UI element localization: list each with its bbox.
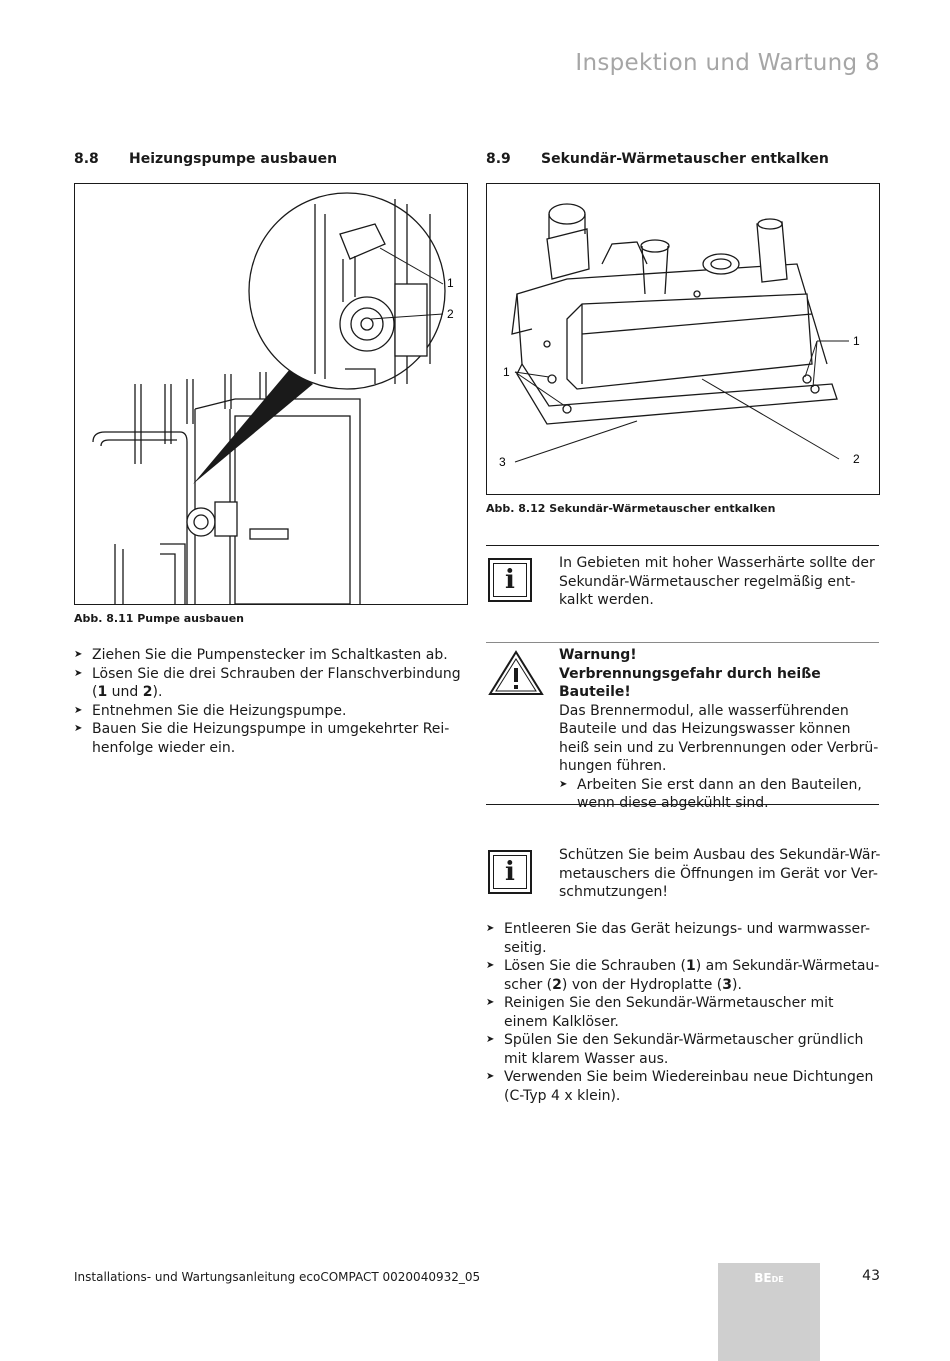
figure-label-1-left: 1 — [503, 365, 510, 379]
warning-triangle-icon — [488, 650, 544, 700]
list-item: Lösen Sie die drei Schrauben der Flansch… — [74, 665, 464, 702]
section-number: 8.8 — [74, 151, 99, 167]
divider — [486, 545, 879, 546]
figure-label-2: 2 — [447, 307, 454, 321]
divider — [486, 804, 879, 805]
steps-list-exchanger: Entleeren Sie das Gerät heizungs- und wa… — [486, 920, 880, 1105]
warning-block: Warnung! Verbrennungsgefahr durch heiße … — [559, 646, 881, 813]
figure-caption-8-12: Abb. 8.12 Sekundär-Wärmetauscher entkalk… — [486, 502, 776, 515]
figure-label-3: 3 — [499, 455, 506, 469]
list-item: Ziehen Sie die Pumpenstecker im Schaltka… — [74, 646, 464, 665]
warning-text: Das Brennermodul, alle wasserführenden B… — [559, 702, 879, 775]
figure-label-1: 1 — [447, 276, 454, 290]
figure-heat-exchanger: 1 1 2 3 — [486, 183, 880, 495]
info-note-protect: Schützen Sie beim Ausbau des Sekundär-Wä… — [559, 847, 881, 900]
info-icon: i — [488, 558, 532, 602]
section-heading-8-9: 8.9 Sekundär-Wärmetauscher entkalken — [486, 151, 829, 167]
warning-steps: Arbeiten Sie erst dann an den Bauteilen,… — [559, 776, 881, 813]
list-item: Entnehmen Sie die Heizungspumpe. — [74, 702, 464, 721]
info-icon: i — [488, 850, 532, 894]
section-title: Sekundär-Wärmetauscher entkalken — [541, 151, 829, 167]
list-item: Arbeiten Sie erst dann an den Bauteilen,… — [559, 776, 881, 813]
list-item: Lösen Sie die Schrauben (1) am Sekundär-… — [486, 957, 880, 994]
list-item: Verwenden Sie beim Wiedereinbau neue Dic… — [486, 1068, 880, 1105]
warning-title: Warnung! — [559, 647, 637, 663]
language-tab: BEDE — [718, 1263, 820, 1361]
steps-list-pump: Ziehen Sie die Pumpenstecker im Schaltka… — [74, 646, 464, 757]
section-title: Heizungspumpe ausbauen — [129, 151, 338, 167]
info-note-hardness: In Gebieten mit hoher Wasserhärte sollte… — [559, 555, 875, 608]
warning-subtitle: Verbrennungsgefahr durch heiße Bauteile! — [559, 665, 821, 701]
section-heading-8-8: 8.8 Heizungspumpe ausbauen — [74, 151, 337, 167]
figure-pump-removal: 1 2 — [74, 183, 468, 605]
figure-label-2: 2 — [853, 452, 860, 466]
list-item: Spülen Sie den Sekundär-Wärmetauscher gr… — [486, 1031, 880, 1068]
heat-exchanger-illustration: 1 1 2 3 — [499, 203, 860, 469]
pump-illustration: 1 2 — [92, 192, 454, 604]
page-number: 43 — [862, 1268, 880, 1284]
list-item: Reinigen Sie den Sekundär-Wärmetauscher … — [486, 994, 880, 1031]
running-head: Inspektion und Wartung 8 — [575, 50, 880, 76]
footer-doc-title: Installations- und Wartungsanleitung eco… — [74, 1270, 481, 1284]
divider — [486, 642, 879, 643]
section-number: 8.9 — [486, 151, 511, 167]
list-item: Entleeren Sie das Gerät heizungs- und wa… — [486, 920, 880, 957]
figure-caption-8-11: Abb. 8.11 Pumpe ausbauen — [74, 612, 244, 625]
list-item: Bauen Sie die Heizungspumpe in umgekehrt… — [74, 720, 464, 757]
figure-label-1-right: 1 — [853, 334, 860, 348]
